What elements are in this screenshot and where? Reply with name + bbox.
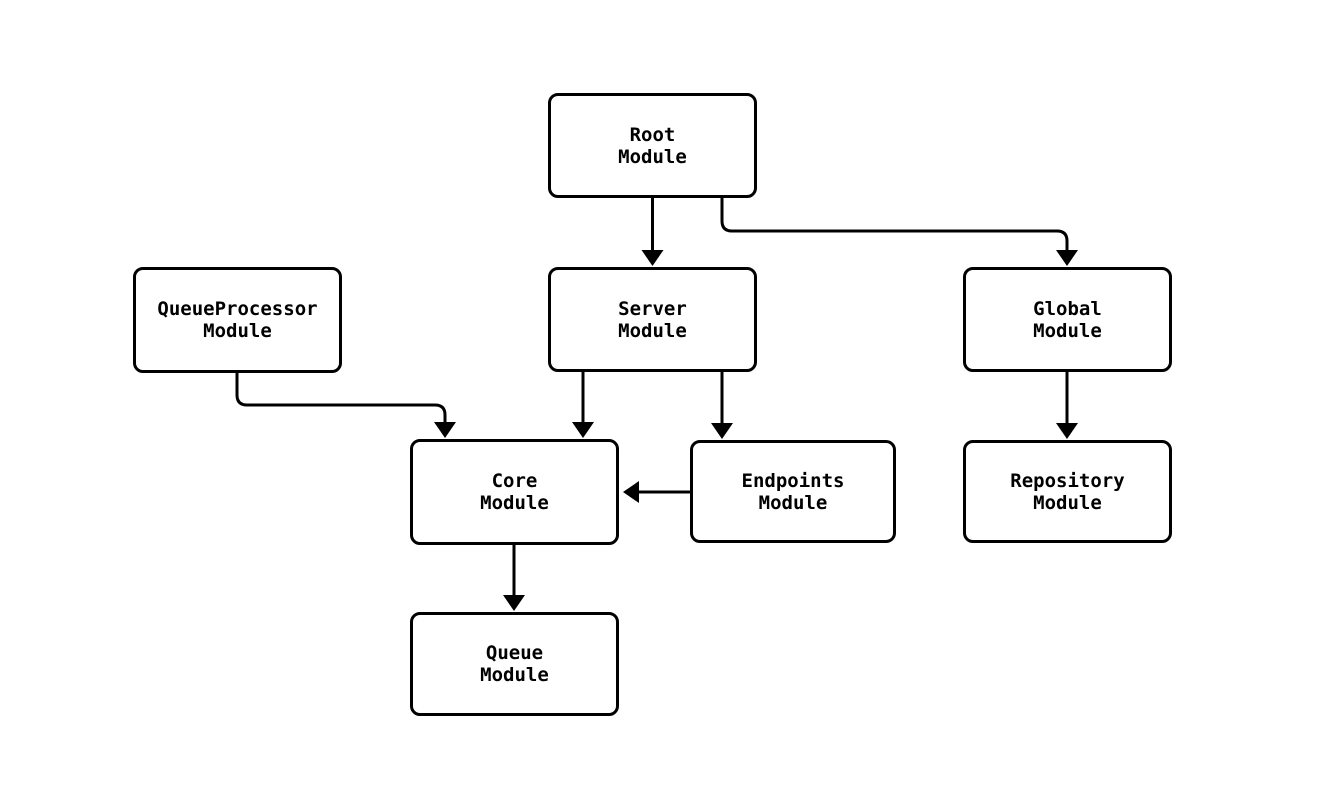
node-endpoints-module: Endpoints Module — [690, 440, 896, 543]
node-server-module: Server Module — [548, 267, 757, 372]
node-endpoints-module-label: Endpoints Module — [741, 469, 845, 514]
node-root-module: Root Module — [548, 93, 757, 198]
node-queueprocessor-module-label: QueueProcessor Module — [157, 298, 318, 342]
node-global-module-label: Global Module — [1033, 297, 1102, 342]
node-queue-module-label: Queue Module — [480, 642, 549, 686]
node-core-module: Core Module — [410, 439, 619, 545]
node-server-module-label: Server Module — [618, 297, 687, 342]
edge-root-to-global — [720, 198, 1078, 266]
node-global-module: Global Module — [963, 267, 1172, 372]
node-repository-module: Repository Module — [963, 440, 1172, 543]
node-queueprocessor-module: QueueProcessor Module — [133, 267, 342, 373]
node-repository-module-label: Repository Module — [1010, 469, 1125, 514]
node-root-module-label: Root Module — [618, 123, 687, 168]
edge-queueprocessor-to-core — [235, 373, 456, 438]
node-queue-module: Queue Module — [410, 612, 619, 716]
node-core-module-label: Core Module — [480, 470, 549, 514]
